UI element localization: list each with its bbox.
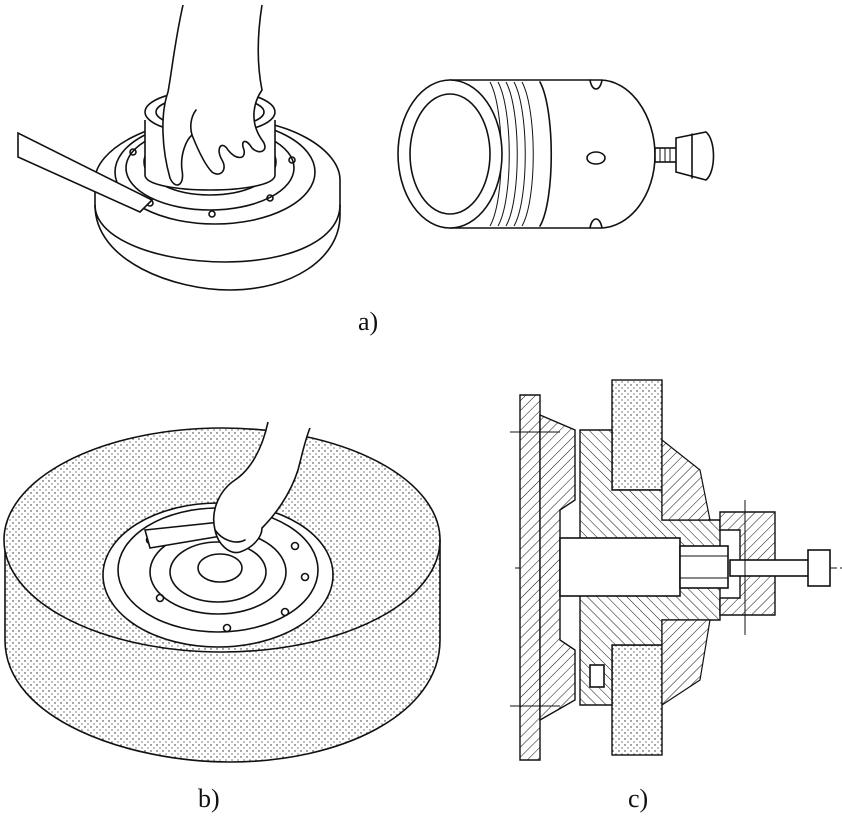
caption-b: b)	[198, 784, 220, 813]
caption-a: a)	[358, 307, 379, 336]
cylinder-fixture-sketch	[397, 79, 715, 229]
flange-assembly-sketch	[17, 4, 341, 291]
caption-c: c)	[628, 784, 649, 813]
cross-section-sketch	[510, 379, 842, 761]
grinding-wheel-sketch	[3, 421, 441, 763]
